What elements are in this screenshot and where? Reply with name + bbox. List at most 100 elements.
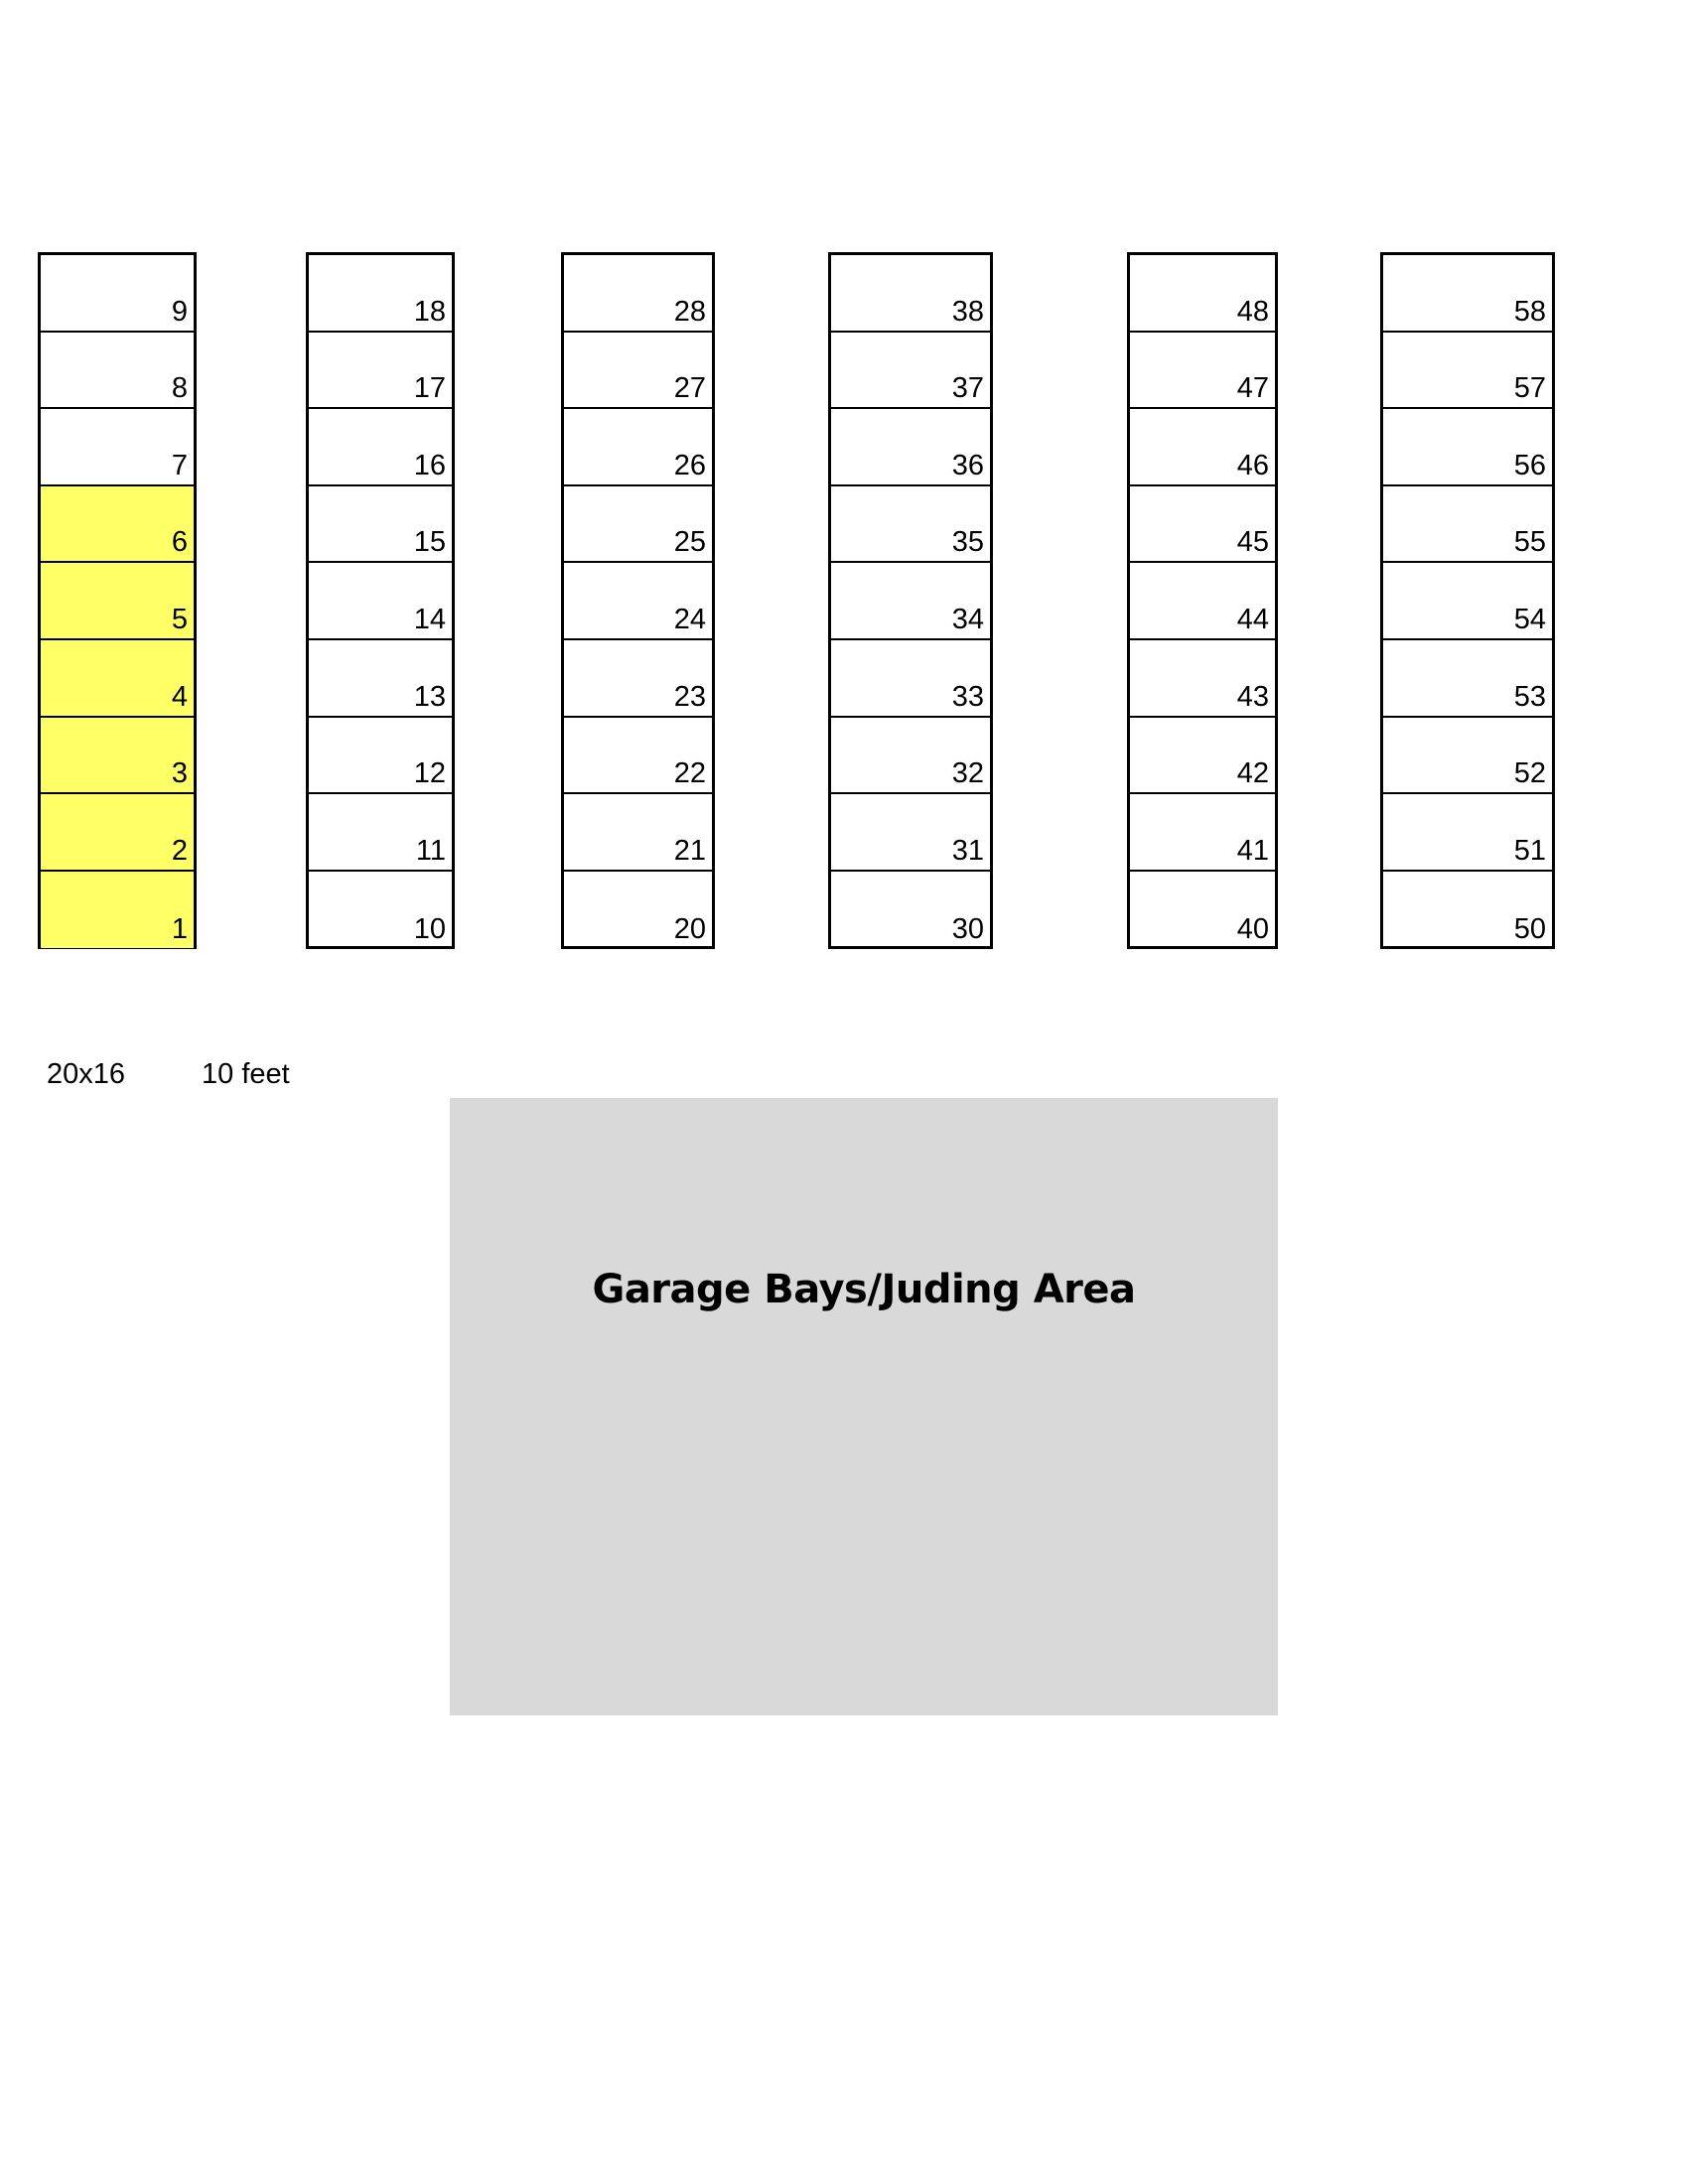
spot-number: 24 [673, 603, 706, 635]
spot-cell: 57 [1383, 333, 1552, 410]
spot-cell: 15 [309, 486, 452, 564]
spot-cell: 35 [831, 486, 990, 564]
spot-number: 47 [1236, 372, 1269, 405]
spot-number: 44 [1236, 603, 1269, 635]
spot-cell: 14 [309, 563, 452, 640]
spot-number: 23 [673, 680, 706, 713]
spot-cell: 12 [309, 718, 452, 795]
spot-number: 58 [1513, 295, 1546, 328]
spot-cell: 25 [564, 486, 712, 564]
spot-column-3: 28 27 26 25 24 23 22 21 20 [561, 252, 715, 949]
spot-cell: 8 [41, 333, 194, 410]
spot-number: 53 [1513, 680, 1546, 713]
spot-number: 50 [1513, 913, 1546, 946]
spot-number: 56 [1513, 449, 1546, 481]
spot-number: 54 [1513, 603, 1546, 635]
spot-cell: 50 [1383, 872, 1552, 949]
spot-number: 14 [413, 603, 446, 635]
spot-number: 1 [171, 913, 188, 946]
spot-number: 41 [1236, 834, 1269, 867]
spot-cell: 56 [1383, 409, 1552, 486]
spot-cell: 31 [831, 794, 990, 872]
spot-number: 4 [171, 680, 188, 713]
spot-number: 13 [413, 680, 446, 713]
spot-cell: 11 [309, 794, 452, 872]
spot-number: 11 [415, 834, 446, 867]
spot-number: 27 [673, 372, 706, 405]
spot-cell: 52 [1383, 718, 1552, 795]
spot-number: 22 [673, 757, 706, 790]
spot-cell: 38 [831, 255, 990, 333]
spot-cell: 13 [309, 640, 452, 718]
spot-number: 6 [171, 526, 188, 559]
spot-cell: 47 [1130, 333, 1275, 410]
spot-cell: 10 [309, 872, 452, 949]
spot-cell: 32 [831, 718, 990, 795]
spot-number: 45 [1236, 526, 1269, 559]
size-note: 20x16 [47, 1058, 126, 1090]
spot-cell: 34 [831, 563, 990, 640]
spot-cell: 41 [1130, 794, 1275, 872]
spot-number: 40 [1236, 913, 1269, 946]
spot-number: 35 [951, 526, 984, 559]
spot-cell: 20 [564, 872, 712, 949]
spot-cell: 51 [1383, 794, 1552, 872]
spot-column-1: 9 8 7 6 5 4 3 2 1 [38, 252, 197, 949]
spot-number: 16 [413, 449, 446, 481]
spot-cell: 1 [41, 871, 194, 949]
spot-number: 21 [673, 834, 706, 867]
spot-cell: 46 [1130, 409, 1275, 486]
spot-cell: 42 [1130, 718, 1275, 795]
spot-cell: 17 [309, 333, 452, 410]
spot-number: 26 [673, 449, 706, 481]
spot-number: 25 [673, 526, 706, 559]
spot-number: 51 [1513, 834, 1546, 867]
spot-cell: 45 [1130, 486, 1275, 564]
spot-cell: 21 [564, 794, 712, 872]
garage-area: Garage Bays/Juding Area [450, 1098, 1278, 1715]
spot-number: 48 [1236, 295, 1269, 328]
spot-number: 12 [413, 757, 446, 790]
spot-cell: 4 [41, 639, 194, 718]
spot-cell: 30 [831, 872, 990, 949]
spot-column-2: 18 17 16 15 14 13 12 11 10 [306, 252, 455, 949]
spot-number: 32 [951, 757, 984, 790]
spot-cell: 53 [1383, 640, 1552, 718]
spot-column-5: 48 47 46 45 44 43 42 41 40 [1127, 252, 1278, 949]
spot-number: 31 [951, 834, 984, 867]
spot-cell: 43 [1130, 640, 1275, 718]
spot-cell: 58 [1383, 255, 1552, 333]
spacing-note: 10 feet [202, 1058, 290, 1090]
spot-cell: 9 [41, 255, 194, 333]
spot-number: 5 [171, 603, 188, 635]
spot-number: 2 [171, 834, 188, 867]
spot-number: 8 [171, 372, 188, 405]
spot-cell: 5 [41, 563, 194, 640]
spot-number: 46 [1236, 449, 1269, 481]
spot-cell: 36 [831, 409, 990, 486]
spot-number: 57 [1513, 372, 1546, 405]
spot-number: 15 [413, 526, 446, 559]
spot-cell: 44 [1130, 563, 1275, 640]
spot-number: 38 [951, 295, 984, 328]
spot-number: 17 [413, 372, 446, 405]
spot-number: 3 [171, 757, 188, 790]
spot-number: 33 [951, 680, 984, 713]
spot-cell: 2 [41, 794, 194, 872]
spot-cell: 16 [309, 409, 452, 486]
spot-number: 20 [673, 913, 706, 946]
spot-column-6: 58 57 56 55 54 53 52 51 50 [1380, 252, 1555, 949]
spot-cell: 3 [41, 717, 194, 795]
spot-number: 7 [171, 449, 188, 481]
spot-number: 10 [413, 913, 446, 946]
spot-number: 55 [1513, 526, 1546, 559]
garage-label: Garage Bays/Juding Area [592, 1267, 1136, 1312]
spot-number: 9 [171, 295, 188, 328]
spot-cell: 37 [831, 333, 990, 410]
spot-number: 34 [951, 603, 984, 635]
spot-cell: 18 [309, 255, 452, 333]
spot-number: 42 [1236, 757, 1269, 790]
spot-number: 28 [673, 295, 706, 328]
spot-number: 30 [951, 913, 984, 946]
